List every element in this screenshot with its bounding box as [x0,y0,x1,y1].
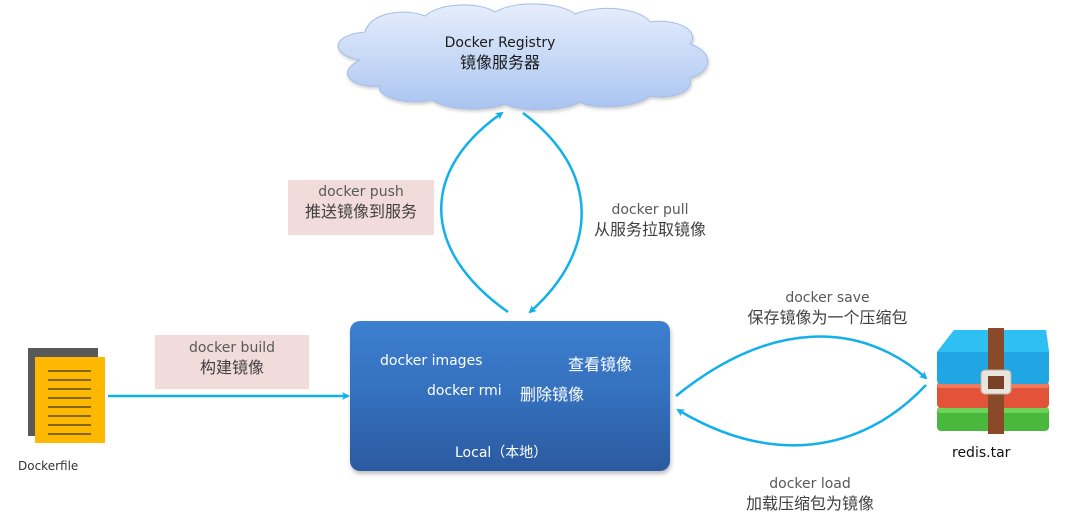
registry-subtitle: 镜像服务器 [459,53,540,72]
build-label: docker build 构建镜像 [155,335,309,389]
save-arrow [675,335,928,397]
push-command: docker push [318,184,404,200]
pull-label: docker pull 从服务拉取镜像 [580,201,720,241]
load-description: 加载压缩包为镜像 [745,494,874,513]
archive-icon [937,328,1049,434]
push-description: 推送镜像到服务 [304,202,417,221]
document-icon [28,348,105,443]
registry-label: Docker Registry 镜像服务器 [400,34,600,74]
pull-description: 从服务拉取镜像 [593,220,706,239]
registry-cloud [337,3,709,111]
push-arrow [440,111,509,314]
images-description: 查看镜像 [568,355,633,374]
load-command: docker load [769,476,851,492]
build-description: 构建镜像 [199,358,264,377]
rmi-command: docker rmi [427,383,502,399]
archive-label: redis.tar [952,445,1011,461]
local-images-box: docker images 查看镜像 docker rmi 删除镜像 Local… [350,321,670,471]
local-title: Local（本地） [455,445,548,461]
push-label: docker push 推送镜像到服务 [288,180,434,235]
save-command: docker save [785,290,870,306]
images-command: docker images [380,353,483,369]
rmi-description: 删除镜像 [520,385,585,404]
pull-command: docker pull [611,202,689,218]
pull-arrow [522,111,583,314]
save-label: docker save 保存镜像为一个压缩包 [720,289,935,329]
load-label: docker load 加载压缩包为镜像 [720,475,900,515]
registry-title: Docker Registry [444,35,556,51]
build-command: docker build [188,340,275,356]
dockerfile-label: Dockerfile [18,459,79,473]
save-description: 保存镜像为一个压缩包 [747,308,908,327]
load-arrow [676,384,927,447]
